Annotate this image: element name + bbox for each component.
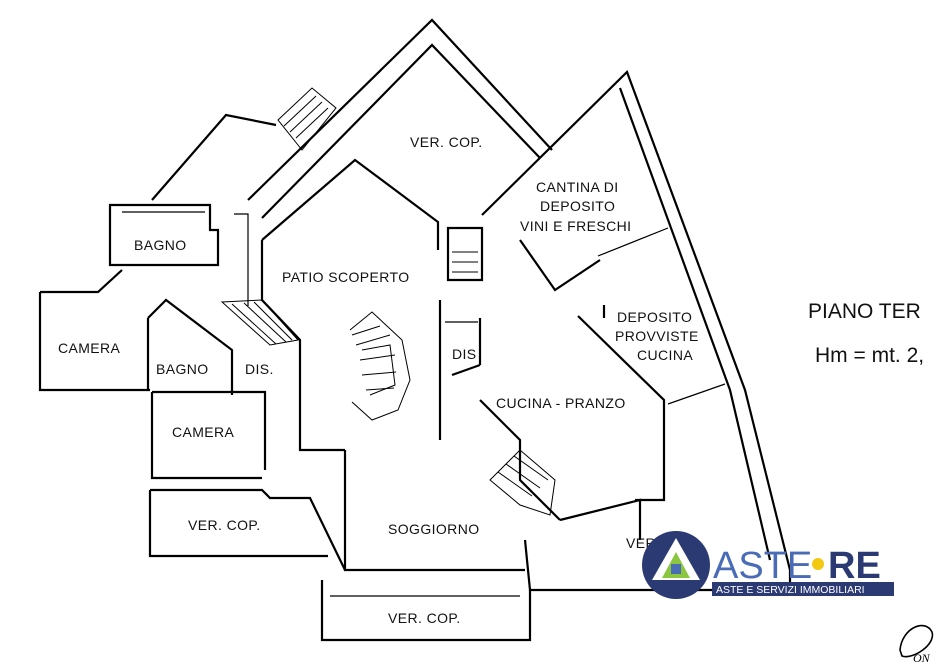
label-deposito-3: CUCINA [637,347,693,363]
label-ver-cop-top: VER. COP. [410,134,483,150]
label-dis-center: DIS [452,346,477,362]
label-deposito-1: DEPOSITO [617,309,692,325]
label-cucina: CUCINA - PRANZO [496,395,626,411]
label-cantina-3: VINI E FRESCHI [520,218,631,234]
logo-brand-re: RE [828,545,881,587]
label-bagno-top: BAGNO [134,237,187,253]
logo-brand-aste: ASTE [713,545,812,587]
walls [38,18,792,642]
label-deposito-2: PROVVISTE [615,328,699,344]
label-cantina-2: DEPOSITO [540,198,615,214]
floor-name: PIANO TER [808,300,921,323]
label-dis-left: DIS. [245,361,274,377]
label-soggiorno: SOGGIORNO [388,521,480,537]
label-ver-cop-bottom: VER. COP. [388,610,461,626]
label-camera-left: CAMERA [58,340,121,356]
signature-text: ON [913,651,931,665]
height-note: Hm = mt. 2, [815,344,924,367]
logo-tagline-bar [712,582,894,596]
label-camera-mid: CAMERA [172,424,235,440]
label-bagno-mid: BAGNO [156,361,209,377]
signature: ON [899,624,934,665]
astere-logo: ASTE RE ASTE E SERVIZI IMMOBILIARI [642,531,894,599]
label-ver-cop-left: VER. COP. [188,517,261,533]
label-cantina-1: CANTINA DI [536,179,619,195]
room-labels: VER. COP. CANTINA DI DEPOSITO VINI E FRE… [58,134,699,626]
logo-dot-icon [812,558,824,570]
logo-tagline: ASTE E SERVIZI IMMOBILIARI [716,584,865,596]
label-patio: PATIO SCOPERTO [282,269,409,285]
